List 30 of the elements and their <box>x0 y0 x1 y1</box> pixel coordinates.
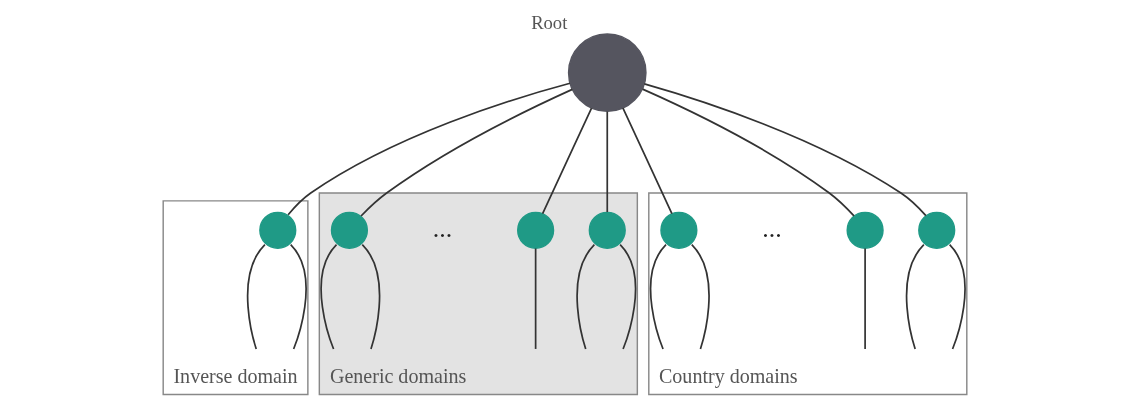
node-label: Root <box>531 11 568 33</box>
node-circle <box>517 211 555 249</box>
node-circle <box>330 211 369 249</box>
node-circle <box>259 211 297 249</box>
label: ... <box>762 213 782 243</box>
node-circle <box>846 211 884 249</box>
connector <box>905 243 925 350</box>
connector <box>246 243 266 350</box>
node-circle <box>918 211 956 249</box>
connector <box>287 82 571 216</box>
node-circle <box>567 33 647 113</box>
node-circle <box>588 211 626 249</box>
connector <box>649 243 667 350</box>
connector <box>690 243 710 350</box>
connector <box>641 88 855 217</box>
connector <box>864 247 866 350</box>
connector <box>320 243 338 350</box>
connector <box>576 243 596 350</box>
label: ... <box>432 213 453 243</box>
connector <box>541 107 593 215</box>
node-circle <box>660 211 698 249</box>
connector <box>643 83 927 217</box>
connector <box>948 243 966 350</box>
connector <box>606 110 609 213</box>
connector <box>289 243 307 350</box>
connector <box>534 247 537 350</box>
connector <box>361 243 381 350</box>
connector <box>360 88 574 217</box>
connector <box>619 243 637 350</box>
connector <box>622 107 673 215</box>
